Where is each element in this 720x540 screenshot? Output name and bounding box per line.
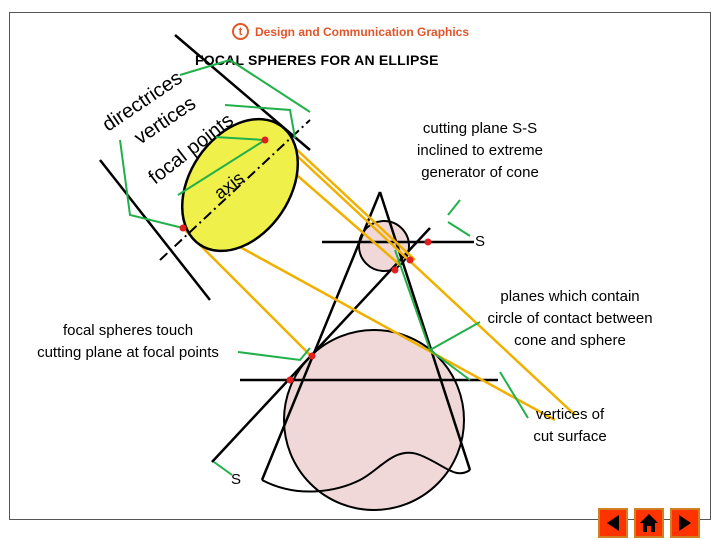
pointer-s-lower: [213, 461, 233, 476]
label-cutting-plane-line2: inclined to extreme: [417, 142, 543, 159]
label-vertices-of-line2: cut surface: [533, 428, 607, 445]
focal-point-upper: [261, 136, 269, 144]
home-button[interactable]: [634, 508, 664, 538]
cone-left-generator: [260, 191, 382, 481]
home-icon: [640, 514, 658, 532]
label-cutting-plane-line1: cutting plane S-S: [422, 120, 538, 137]
projector-3: [279, 139, 576, 416]
lower-focal-sphere: [283, 329, 465, 511]
label-planes-line1: planes which contain: [500, 288, 640, 305]
directrix-upper: [174, 34, 311, 151]
header-title: Design and Communication Graphics: [255, 24, 470, 39]
contact-point-2: [406, 256, 414, 264]
cone-right-generator: [378, 191, 472, 471]
diagram-title: FOCAL SPHERES FOR AN ELLIPSE: [195, 52, 439, 68]
slide-frame: [9, 12, 711, 520]
label-planes: planes which contain circle of contact b…: [470, 286, 670, 352]
projector-4: [199, 223, 556, 422]
contact-point-1: [424, 238, 432, 246]
header: t Design and Communication Graphics: [232, 23, 469, 40]
pointer-lines: [119, 58, 529, 476]
pointer-vertices: [224, 104, 296, 139]
label-focal-spheres: focal spheres touch cutting plane at foc…: [18, 320, 238, 364]
label-focal-spheres-line2: cutting plane at focal points: [37, 344, 219, 361]
label-cutting-plane-line3: generator of cone: [421, 164, 539, 181]
contact-point-5: [286, 376, 294, 384]
pointer-planes-2: [429, 349, 471, 381]
logo-icon: t: [232, 23, 249, 40]
projector-5: [184, 229, 311, 356]
cone-base-curve: [261, 451, 471, 493]
contact-point-3: [391, 266, 399, 274]
back-button[interactable]: [598, 508, 628, 538]
pointer-focal-spheres: [237, 347, 311, 362]
forward-button[interactable]: [670, 508, 700, 538]
arrow-right-icon: [679, 515, 691, 531]
directrix-lower: [99, 159, 211, 301]
label-focal-spheres-line1: focal spheres touch: [62, 322, 194, 339]
pointer-s-upper: [447, 221, 471, 237]
label-s-upper: S: [475, 233, 486, 250]
label-cutting-plane: cutting plane S-S inclined to extreme ge…: [390, 118, 570, 184]
label-vertices-of: vertices of cut surface: [520, 404, 620, 448]
axis-line: [159, 119, 311, 261]
focal-point-lower: [179, 224, 187, 232]
slide-navigation: [598, 508, 700, 538]
pointer-vertices-cut: [499, 371, 529, 419]
pointer-focal-points-2: [119, 139, 184, 229]
contact-point-4: [308, 352, 316, 360]
label-planes-line2: circle of contact between: [487, 310, 653, 327]
label-s-lower: S: [231, 471, 242, 488]
pointer-planes: [394, 249, 481, 352]
arrow-left-icon: [607, 515, 619, 531]
pointer-cutting-plane: [447, 199, 461, 216]
pointer-directrices: [179, 58, 311, 113]
label-vertices-of-line1: vertices of: [535, 406, 605, 423]
label-planes-line3: cone and sphere: [514, 332, 626, 349]
